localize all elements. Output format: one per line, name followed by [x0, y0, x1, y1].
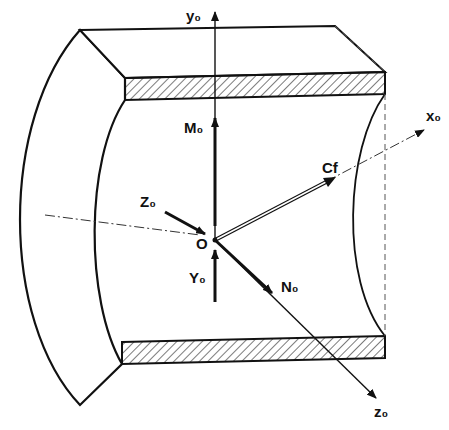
- force-label: Z₀: [140, 194, 156, 209]
- axis-label: z₀: [374, 404, 388, 419]
- force-label: Cf: [322, 160, 338, 175]
- moment-label: M₀: [184, 120, 203, 135]
- force-label: N₀: [281, 279, 299, 294]
- origin-label: O: [196, 236, 208, 251]
- axis-label: x₀: [426, 108, 441, 123]
- axis-label: y₀: [186, 8, 201, 23]
- force-label: Y₀: [189, 270, 206, 285]
